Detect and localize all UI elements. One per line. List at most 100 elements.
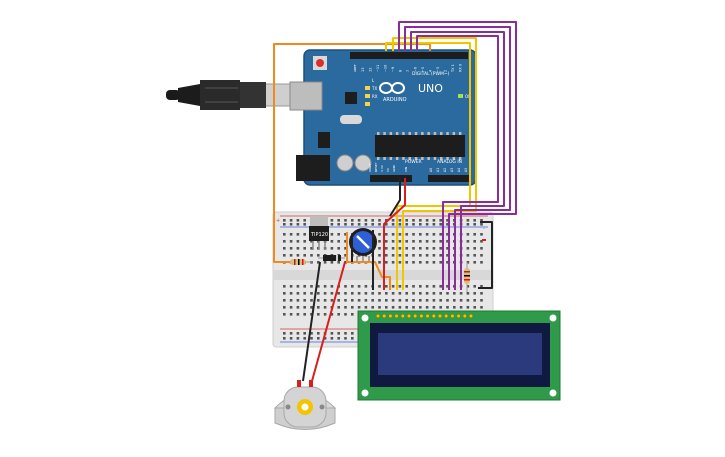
breadboard-hole[interactable] xyxy=(405,219,408,222)
breadboard-hole[interactable] xyxy=(357,219,361,222)
breadboard-hole[interactable] xyxy=(357,223,361,226)
breadboard-hole[interactable] xyxy=(425,254,429,257)
breadboard-hole[interactable] xyxy=(405,299,408,302)
breadboard-hole[interactable] xyxy=(391,261,395,264)
breadboard-hole[interactable] xyxy=(289,219,293,222)
breadboard-hole[interactable] xyxy=(432,219,436,222)
breadboard-hole[interactable] xyxy=(296,219,300,222)
breadboard-hole[interactable] xyxy=(283,233,286,236)
breadboard-hole[interactable] xyxy=(337,299,340,302)
breadboard-hole[interactable] xyxy=(466,247,470,250)
breadboard-hole[interactable] xyxy=(330,292,334,295)
lcd-pin[interactable] xyxy=(413,313,418,319)
breadboard-hole[interactable] xyxy=(344,219,347,222)
breadboard-hole[interactable] xyxy=(412,233,415,236)
breadboard-hole[interactable] xyxy=(412,285,415,288)
breadboard-hole[interactable] xyxy=(364,223,368,226)
lcd-pin[interactable] xyxy=(400,313,405,319)
breadboard-hole[interactable] xyxy=(425,219,429,222)
breadboard-hole[interactable] xyxy=(480,254,483,257)
breadboard-hole[interactable] xyxy=(432,299,436,302)
breadboard-hole[interactable] xyxy=(296,292,300,295)
breadboard-hole[interactable] xyxy=(296,299,300,302)
breadboard-hole[interactable] xyxy=(344,306,347,309)
breadboard-hole[interactable] xyxy=(473,233,476,236)
breadboard-hole[interactable] xyxy=(378,223,381,226)
breadboard-hole[interactable] xyxy=(289,233,293,236)
breadboard-hole[interactable] xyxy=(357,306,361,309)
breadboard-hole[interactable] xyxy=(344,292,347,295)
breadboard-hole[interactable] xyxy=(310,337,313,340)
breadboard-hole[interactable] xyxy=(419,223,422,226)
breadboard-hole[interactable] xyxy=(391,223,395,226)
breadboard-hole[interactable] xyxy=(473,240,476,243)
breadboard-hole[interactable] xyxy=(405,233,408,236)
breadboard-hole[interactable] xyxy=(303,306,306,309)
breadboard-hole[interactable] xyxy=(344,299,347,302)
breadboard-hole[interactable] xyxy=(446,240,449,243)
breadboard-hole[interactable] xyxy=(446,306,449,309)
breadboard-hole[interactable] xyxy=(446,219,449,222)
breadboard-hole[interactable] xyxy=(289,306,293,309)
breadboard-hole[interactable] xyxy=(391,254,395,257)
breadboard-hole[interactable] xyxy=(425,299,429,302)
breadboard-hole[interactable] xyxy=(398,240,402,243)
breadboard-hole[interactable] xyxy=(473,299,476,302)
breadboard-hole[interactable] xyxy=(432,306,436,309)
breadboard-hole[interactable] xyxy=(419,247,422,250)
breadboard-hole[interactable] xyxy=(310,285,313,288)
breadboard-hole[interactable] xyxy=(425,233,429,236)
breadboard-hole[interactable] xyxy=(317,313,320,316)
breadboard-hole[interactable] xyxy=(289,285,293,288)
breadboard-hole[interactable] xyxy=(466,240,470,243)
breadboard-hole[interactable] xyxy=(419,285,422,288)
diode-icon[interactable] xyxy=(318,255,345,261)
breadboard-hole[interactable] xyxy=(378,285,381,288)
breadboard-hole[interactable] xyxy=(337,292,340,295)
breadboard-hole[interactable] xyxy=(351,332,354,335)
breadboard-hole[interactable] xyxy=(296,313,300,316)
breadboard-hole[interactable] xyxy=(310,306,313,309)
breadboard-hole[interactable] xyxy=(459,299,463,302)
breadboard-hole[interactable] xyxy=(303,240,306,243)
breadboard-hole[interactable] xyxy=(344,285,347,288)
breadboard-hole[interactable] xyxy=(412,299,415,302)
breadboard-hole[interactable] xyxy=(466,261,470,264)
breadboard-hole[interactable] xyxy=(480,306,483,309)
breadboard-hole[interactable] xyxy=(439,254,442,257)
breadboard-hole[interactable] xyxy=(344,240,347,243)
breadboard-hole[interactable] xyxy=(357,285,361,288)
breadboard-hole[interactable] xyxy=(385,306,388,309)
breadboard-hole[interactable] xyxy=(480,292,483,295)
lcd-pin[interactable] xyxy=(444,313,449,319)
breadboard-hole[interactable] xyxy=(330,313,334,316)
breadboard-hole[interactable] xyxy=(323,337,327,340)
breadboard-hole[interactable] xyxy=(303,313,306,316)
breadboard-hole[interactable] xyxy=(364,306,368,309)
breadboard-hole[interactable] xyxy=(412,254,415,257)
breadboard-hole[interactable] xyxy=(310,292,313,295)
breadboard-hole[interactable] xyxy=(425,285,429,288)
breadboard-hole[interactable] xyxy=(378,247,381,250)
breadboard-hole[interactable] xyxy=(330,299,334,302)
breadboard-hole[interactable] xyxy=(351,306,354,309)
breadboard-hole[interactable] xyxy=(283,313,286,316)
breadboard-hole[interactable] xyxy=(453,306,456,309)
breadboard-hole[interactable] xyxy=(283,254,286,257)
breadboard-hole[interactable] xyxy=(337,223,340,226)
breadboard-hole[interactable] xyxy=(357,299,361,302)
breadboard-hole[interactable] xyxy=(378,254,381,257)
breadboard-hole[interactable] xyxy=(432,261,436,264)
breadboard-hole[interactable] xyxy=(330,261,334,264)
breadboard-hole[interactable] xyxy=(289,292,293,295)
breadboard-hole[interactable] xyxy=(303,299,306,302)
breadboard-hole[interactable] xyxy=(425,223,429,226)
breadboard-hole[interactable] xyxy=(432,223,436,226)
tip120-transistor[interactable]: TIP120 xyxy=(309,216,329,250)
breadboard-hole[interactable] xyxy=(330,332,334,335)
breadboard-hole[interactable] xyxy=(378,306,381,309)
breadboard-hole[interactable] xyxy=(439,219,442,222)
breadboard-hole[interactable] xyxy=(398,292,402,295)
breadboard-hole[interactable] xyxy=(473,247,476,250)
breadboard-hole[interactable] xyxy=(357,292,361,295)
